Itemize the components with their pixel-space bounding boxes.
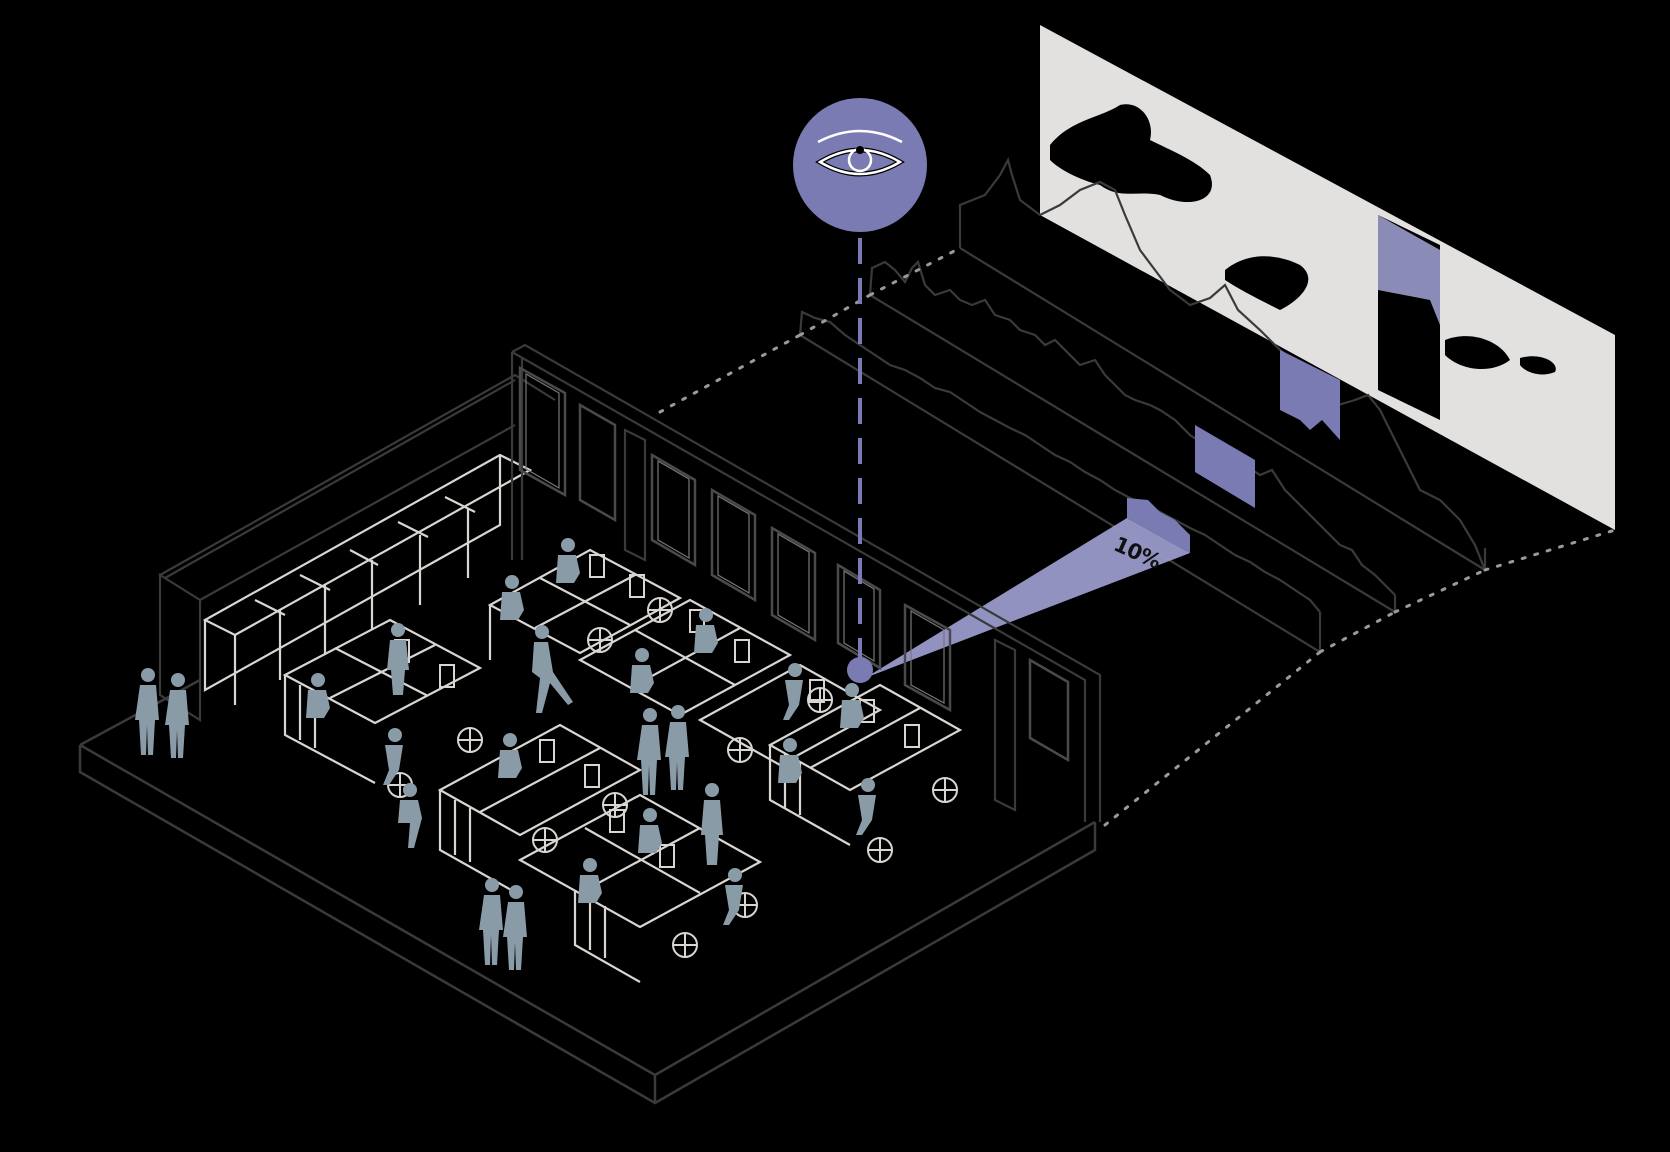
windows [518,365,1070,763]
left-wall [158,373,556,722]
window-wall [510,343,1102,822]
sky-panel [1040,25,1615,530]
desk-clusters [282,548,963,983]
storage-cabinets [202,453,533,705]
mid-view-slice [1195,425,1255,508]
window-1 [518,365,567,498]
eye-badge [793,98,927,232]
person-standing [479,878,503,965]
observer-point [847,657,873,683]
person-standing [387,623,409,695]
person-standing [701,783,723,865]
window-2 [578,402,617,523]
window-8 [1028,657,1070,763]
person-seated [578,858,602,903]
window-5 [770,525,817,643]
person-seated [383,728,403,785]
people [135,538,876,970]
person-standing [665,705,689,790]
person-seated [840,683,864,728]
person-seated [556,538,580,583]
window-3 [650,452,697,568]
person-seated [856,778,876,835]
person-seated [638,808,662,853]
person-walking [532,625,573,713]
eye-icon [815,129,905,177]
person-seated [723,868,743,925]
window-4 [710,487,757,603]
view-marker [793,98,927,683]
person-standing [165,673,189,758]
far-view-slice [1280,350,1340,440]
person-seated [398,783,422,848]
person-seated [783,663,803,720]
window-6 [836,562,882,671]
window-7 [903,602,952,713]
monitors [394,554,920,868]
person-seated [498,733,522,778]
person-standing [637,708,661,795]
person-standing [503,885,527,970]
person-seated [778,738,802,783]
person-seated [630,648,654,693]
person-seated [694,608,718,653]
view-cone [865,518,1190,678]
person-seated [500,575,524,620]
near-view-slice [1127,498,1190,553]
far-skyline-strip [958,157,1487,571]
person-standing [135,668,159,755]
person-seated [306,673,330,718]
